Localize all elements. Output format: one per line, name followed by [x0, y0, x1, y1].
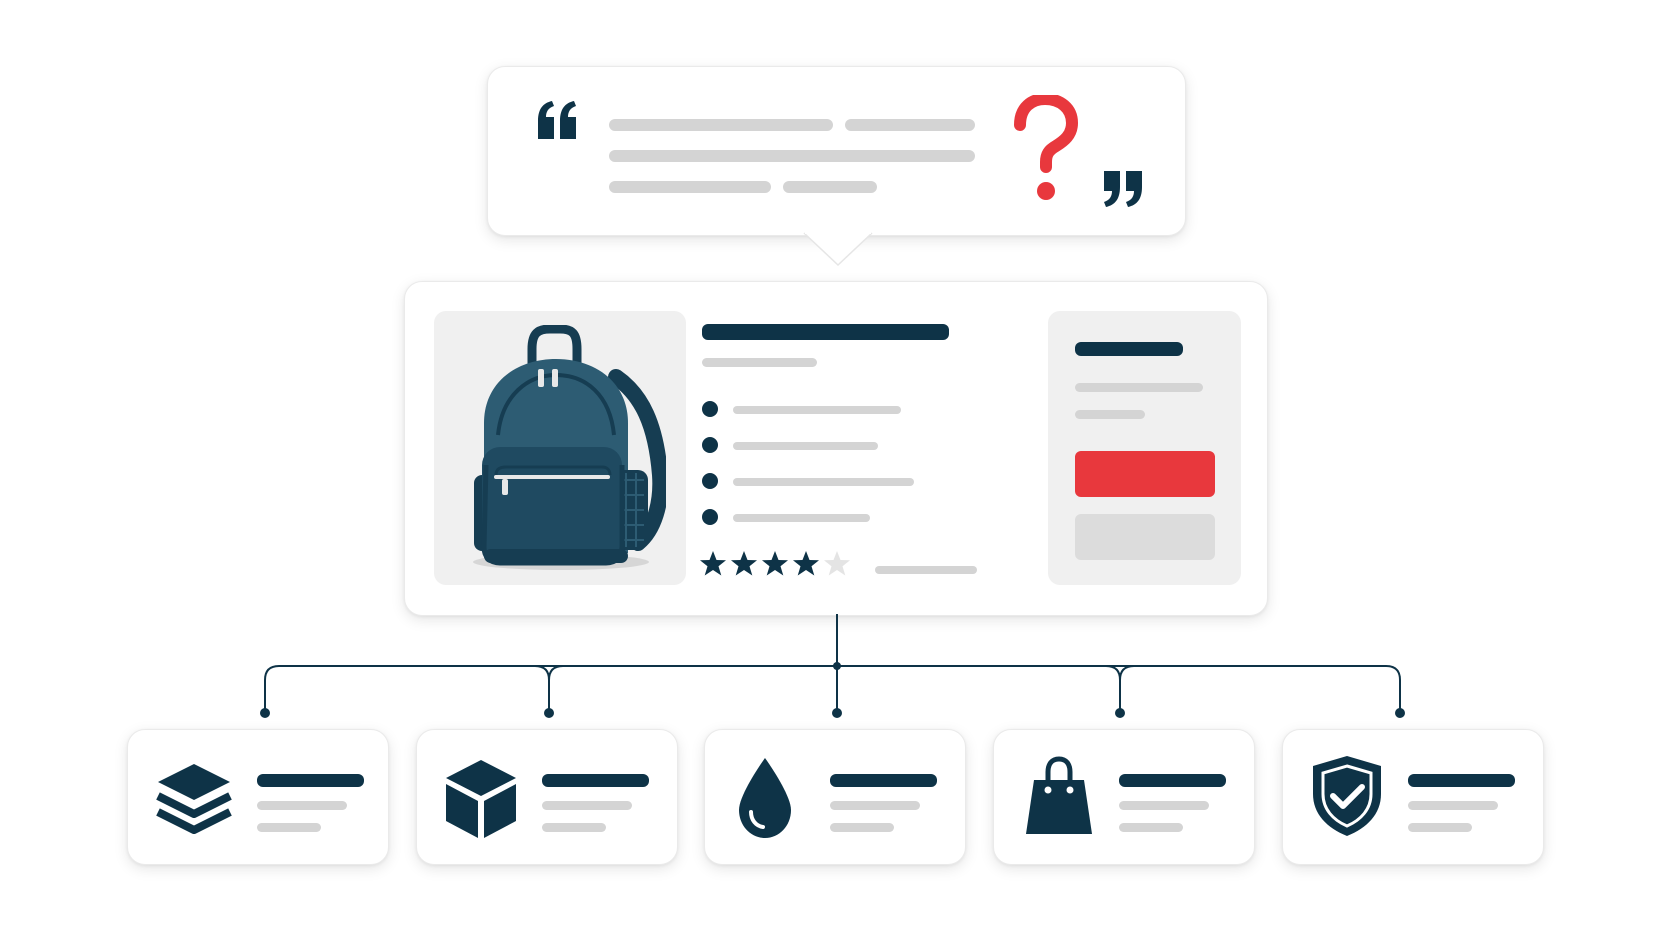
product-image-panel — [434, 311, 686, 585]
shield-check-icon — [1311, 754, 1383, 838]
feature-title-line — [1408, 774, 1515, 787]
bubble-tail — [802, 232, 874, 268]
product-card — [404, 281, 1268, 616]
star-filled-icon — [700, 551, 726, 576]
water-drop-icon — [735, 756, 795, 840]
feature-card-shield — [1282, 729, 1544, 865]
feature-desc-line — [257, 823, 321, 832]
price-detail-line — [1075, 383, 1203, 392]
backpack-icon — [456, 325, 666, 575]
feature-card-water — [704, 729, 966, 865]
add-to-cart-button[interactable] — [1075, 451, 1215, 497]
left-double-quote-icon — [534, 99, 582, 141]
feature-desc-line — [542, 823, 606, 832]
feature-text-line — [733, 478, 914, 486]
question-text-line — [609, 181, 771, 193]
price-line — [1075, 342, 1183, 356]
feature-desc-line — [1408, 801, 1498, 810]
question-bubble — [487, 66, 1186, 236]
shopping-bag-icon — [1024, 756, 1094, 836]
feature-bullet — [702, 473, 718, 489]
question-mark-icon — [1012, 95, 1078, 203]
feature-title-line — [1119, 774, 1226, 787]
price-detail-line — [1075, 410, 1145, 419]
feature-bullet — [702, 401, 718, 417]
star-filled-icon — [762, 551, 788, 576]
feature-bullet — [702, 437, 718, 453]
feature-desc-line — [1119, 823, 1183, 832]
feature-text-line — [733, 442, 878, 450]
feature-title-line — [542, 774, 649, 787]
star-filled-icon — [731, 551, 757, 576]
star-empty-icon — [824, 551, 850, 576]
feature-card-bag — [993, 729, 1255, 865]
feature-card-layers — [127, 729, 389, 865]
feature-desc-line — [830, 801, 920, 810]
feature-desc-line — [542, 801, 632, 810]
secondary-button[interactable] — [1075, 514, 1215, 560]
feature-card-cube — [416, 729, 678, 865]
purchase-panel — [1048, 311, 1241, 585]
star-filled-icon — [793, 551, 819, 576]
layers-icon — [154, 760, 234, 840]
product-title-line — [702, 324, 949, 340]
feature-desc-line — [1119, 801, 1209, 810]
review-count-line — [875, 566, 977, 574]
question-text-line — [609, 150, 975, 162]
question-text-line — [783, 181, 877, 193]
feature-desc-line — [1408, 823, 1472, 832]
product-subtitle-line — [702, 358, 817, 367]
feature-desc-line — [257, 801, 347, 810]
feature-text-line — [733, 406, 901, 414]
question-text-line — [609, 119, 833, 131]
feature-desc-line — [830, 823, 894, 832]
feature-title-line — [830, 774, 937, 787]
feature-bullet — [702, 509, 718, 525]
cube-icon — [443, 758, 519, 840]
question-text-line — [845, 119, 975, 131]
feature-title-line — [257, 774, 364, 787]
feature-text-line — [733, 514, 870, 522]
right-double-quote-icon — [1102, 169, 1146, 209]
